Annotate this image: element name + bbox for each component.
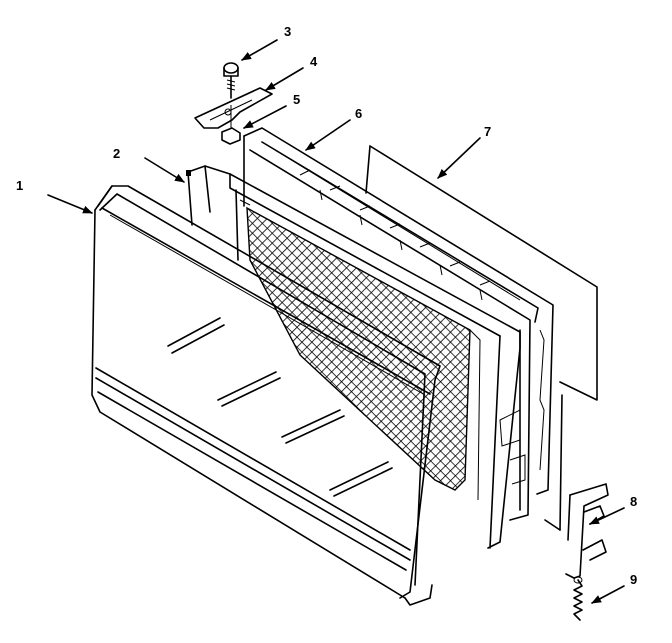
callout-arrow-4 <box>265 67 304 91</box>
callout-arrow-1 <box>47 194 93 214</box>
callout-label-3: 3 <box>284 24 291 39</box>
callout-label-4: 4 <box>310 54 318 69</box>
callout-arrow-3 <box>241 39 278 61</box>
callout-arrow-2 <box>144 157 185 183</box>
callout-label-7: 7 <box>484 124 491 139</box>
callout-arrow-8 <box>589 507 625 525</box>
part-8-latch <box>565 483 609 579</box>
part-9-spring <box>573 576 583 621</box>
callout-arrow-5 <box>243 105 287 129</box>
part-7-shield-sheet <box>365 145 598 531</box>
callout-arrows <box>47 39 625 604</box>
part-6-outer-frame <box>243 127 554 521</box>
callout-label-9: 9 <box>630 572 637 587</box>
callout-label-5: 5 <box>293 92 300 107</box>
callout-label-1: 1 <box>16 178 23 193</box>
part-3-screw <box>223 62 239 99</box>
callout-label-2: 2 <box>113 146 120 161</box>
callout-arrow-9 <box>591 585 625 604</box>
part-1-door-front <box>91 185 441 606</box>
callout-arrow-6 <box>305 119 351 151</box>
callout-label-6: 6 <box>355 106 362 121</box>
part-5-nut <box>221 105 241 145</box>
callout-labels: 1 2 3 4 5 6 7 8 9 <box>16 24 637 587</box>
part-2-inner-frame-mesh <box>186 165 521 549</box>
part-4-bracket <box>194 87 273 129</box>
callout-arrow-7 <box>437 137 481 179</box>
callout-label-8: 8 <box>630 494 637 509</box>
